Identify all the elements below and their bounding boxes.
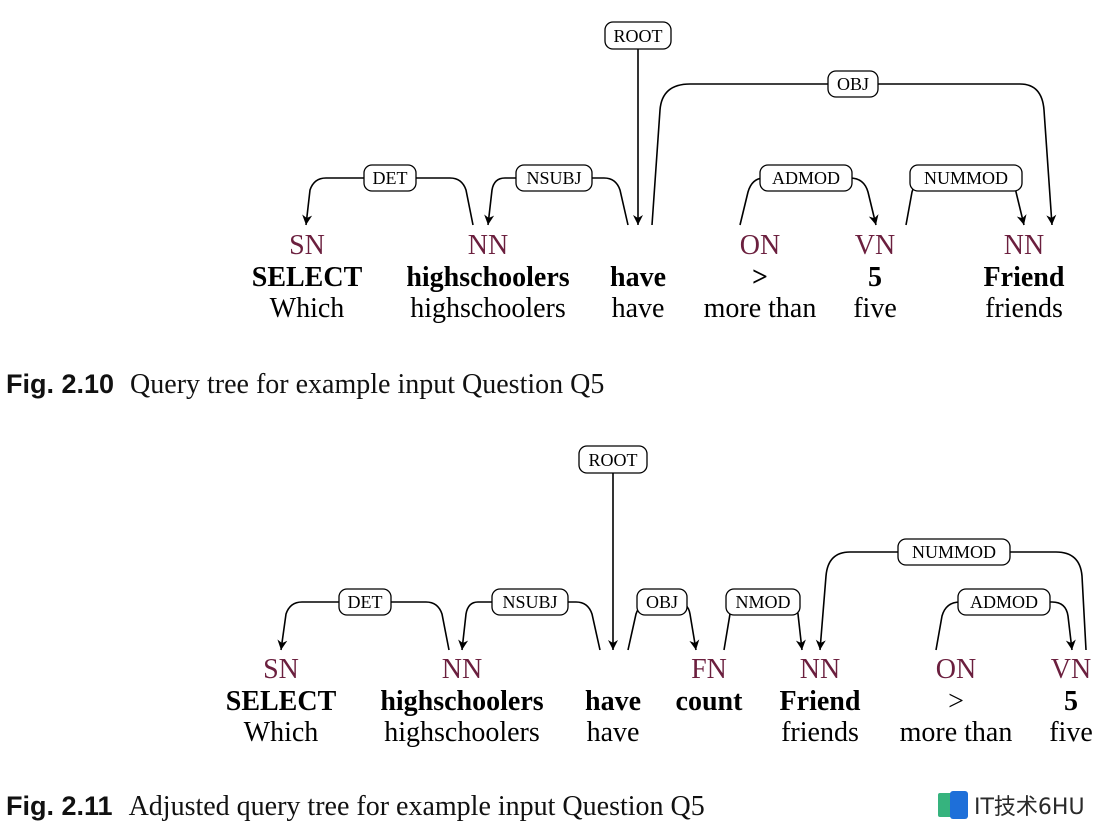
- node-highschoolers: NN highschoolers highschoolers: [406, 230, 569, 324]
- node-surface: five: [853, 293, 897, 324]
- node-five: VN 5 five: [853, 230, 897, 324]
- root-label: ROOT: [589, 450, 638, 470]
- node-tag: SN: [263, 654, 299, 685]
- edge-label-admod: ADMOD: [772, 168, 840, 188]
- node-friend: NN Friend friends: [984, 230, 1065, 324]
- watermark-logo-icon: [938, 791, 968, 819]
- edge-label-admod: ADMOD: [970, 592, 1038, 612]
- node-word: 5: [868, 262, 882, 293]
- node-tag: NN: [1004, 230, 1044, 261]
- node-word: have: [610, 262, 666, 293]
- edge-label-nsubj: NSUBJ: [526, 168, 581, 188]
- figure-2-10: ROOT DET NSUBJ OBJ ADMOD NUMMOD SN SELEC…: [6, 21, 1065, 400]
- node-have: have have: [585, 686, 641, 748]
- node-word: SELECT: [252, 262, 363, 293]
- node-surface: highschoolers: [384, 717, 540, 748]
- edge-obj: [651, 83, 1057, 226]
- node-surface: have: [612, 293, 665, 324]
- node-tag: ON: [740, 230, 780, 261]
- node-tag: NN: [442, 654, 482, 685]
- watermark-text: IT技术6HU: [974, 795, 1085, 820]
- node-have: have have: [610, 262, 666, 324]
- node-word: highschoolers: [406, 262, 569, 293]
- figure-number: Fig. 2.10: [6, 369, 114, 399]
- edge-label-nummod: NUMMOD: [924, 168, 1008, 188]
- node-select: SN SELECT Which: [252, 230, 363, 324]
- edge-label-det: DET: [348, 592, 383, 612]
- edge-label-nmod: NMOD: [735, 592, 790, 612]
- node-word: Friend: [984, 262, 1065, 293]
- node-tag: ON: [936, 654, 976, 685]
- node-five: VN 5 five: [1049, 654, 1093, 748]
- node-word: Friend: [780, 686, 861, 717]
- node-surface: friends: [781, 717, 859, 748]
- node-select: SN SELECT Which: [226, 654, 337, 748]
- node-tag: NN: [468, 230, 508, 261]
- node-tag: FN: [691, 654, 727, 685]
- node-word: >: [948, 686, 964, 717]
- edge-label-det: DET: [373, 168, 408, 188]
- node-word: SELECT: [226, 686, 337, 717]
- node-word: highschoolers: [380, 686, 543, 717]
- node-word: have: [585, 686, 641, 717]
- node-word: 5: [1064, 686, 1078, 717]
- edge-label-nsubj: NSUBJ: [502, 592, 557, 612]
- node-surface: five: [1049, 717, 1093, 748]
- figure-number: Fig. 2.11: [6, 791, 113, 821]
- figure-caption: Fig. 2.10 Query tree for example input Q…: [6, 369, 604, 400]
- watermark: IT技术6HU: [938, 791, 1085, 820]
- edge-label-nummod: NUMMOD: [912, 542, 996, 562]
- node-tag: VN: [1051, 654, 1091, 685]
- node-surface: Which: [270, 293, 345, 324]
- node-tag: NN: [800, 654, 840, 685]
- node-greater-than: ON > more than: [704, 230, 817, 324]
- figure-2-11: ROOT DET NSUBJ OBJ NMOD NUMMOD ADMOD SN …: [6, 445, 1093, 822]
- node-tag: SN: [289, 230, 325, 261]
- node-word: count: [676, 686, 744, 717]
- edge-label-obj: OBJ: [646, 592, 678, 612]
- node-friend: NN Friend friends: [780, 654, 861, 748]
- node-greater-than: ON > more than: [900, 654, 1013, 748]
- node-count: FN count: [676, 654, 744, 717]
- node-highschoolers: NN highschoolers highschoolers: [380, 654, 543, 748]
- node-surface: have: [587, 717, 640, 748]
- node-surface: friends: [985, 293, 1063, 324]
- node-surface: more than: [704, 293, 817, 324]
- root-label: ROOT: [614, 26, 663, 46]
- node-surface: highschoolers: [410, 293, 566, 324]
- node-surface: Which: [244, 717, 319, 748]
- figure-caption-text: Query tree for example input Question Q5: [130, 369, 604, 400]
- figure-caption-text: Adjusted query tree for example input Qu…: [129, 791, 705, 822]
- node-word: >: [752, 262, 768, 293]
- node-tag: VN: [855, 230, 895, 261]
- edge-label-obj: OBJ: [837, 74, 869, 94]
- node-surface: more than: [900, 717, 1013, 748]
- figure-caption: Fig. 2.11 Adjusted query tree for exampl…: [6, 791, 705, 822]
